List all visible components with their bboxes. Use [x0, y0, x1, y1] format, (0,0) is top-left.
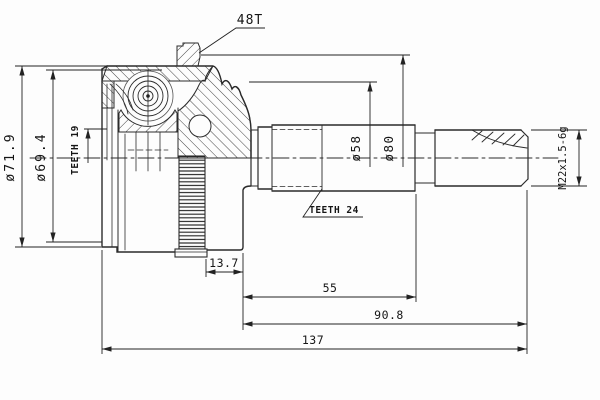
label-thread: M22x1.5-6g	[557, 126, 569, 189]
inner-race-section	[118, 109, 178, 133]
label-dia-80: ø80	[381, 134, 396, 161]
ball-window	[188, 114, 212, 138]
label-spline-shaft: TEETH 24	[309, 205, 359, 216]
label-dia-inner: ø69.4	[34, 132, 49, 181]
dimension-thread: M22x1.5-6g	[531, 126, 587, 190]
dimension-spline-hub: TEETH 19	[70, 125, 107, 175]
label-dim-137: 137	[302, 333, 324, 347]
label-dim-55: 55	[323, 281, 338, 295]
dimension-137: 137	[101, 250, 527, 354]
dimension-dia-80: ø80	[201, 54, 410, 167]
callout-ring-teeth: 48T	[198, 13, 265, 54]
bell-housing-section	[101, 42, 252, 258]
abs-tone-ring	[176, 42, 201, 67]
dimension-dia-inner: ø69.4	[34, 69, 162, 243]
callout-spline-shaft: TEETH 24	[302, 188, 363, 218]
ball-bearing	[127, 69, 169, 126]
label-ring-teeth: 48T	[237, 13, 263, 28]
dimension-dia-outer: ø71.9	[3, 65, 120, 248]
label-dim-13-7: 13.7	[209, 256, 239, 270]
stub-shaft	[250, 124, 529, 192]
housing-lower-outline	[101, 68, 178, 253]
dimension-55: 55	[243, 194, 417, 302]
dimension-dia-58: ø58	[249, 81, 377, 167]
dimension-90-8: 90.8	[243, 190, 528, 354]
spline-band	[174, 155, 208, 258]
label-spline-hub: TEETH 19	[70, 125, 81, 175]
dimension-13-7: 13.7	[205, 253, 244, 330]
label-dia-outer: ø71.9	[3, 132, 18, 181]
label-dim-90-8: 90.8	[374, 308, 404, 322]
label-dia-58: ø58	[348, 134, 363, 161]
